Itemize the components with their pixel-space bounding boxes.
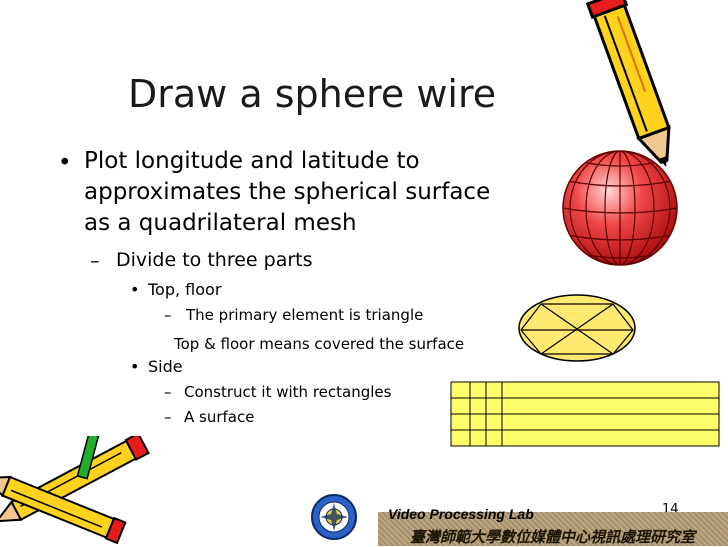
lab-name: Video Processing Lab bbox=[388, 506, 534, 522]
bullet-level1-line1: Plot longitude and latitude to bbox=[84, 148, 420, 174]
disc-triangle-illustration bbox=[518, 294, 636, 362]
bullet-marker: • bbox=[130, 280, 140, 299]
bullet-level3-side: Side bbox=[148, 357, 183, 376]
dash-marker: – bbox=[164, 306, 172, 324]
bullet-level4-rect: Construct it with rectangles bbox=[184, 383, 392, 401]
footer-band bbox=[378, 512, 728, 546]
bullet-level1-line2: approximates the spherical surface bbox=[84, 179, 491, 205]
university-seal-icon bbox=[311, 494, 357, 540]
institution-name: 臺灣師範大學數位媒體中心視訊處理研究室 bbox=[410, 528, 696, 546]
bullet-marker: • bbox=[58, 150, 72, 176]
slide-title: Draw a sphere wire bbox=[128, 72, 497, 116]
pencils-icon bbox=[0, 436, 150, 545]
bullet-level1-line3: as a quadrilateral mesh bbox=[84, 210, 357, 236]
bullet-level2: Divide to three parts bbox=[116, 249, 313, 271]
note-cover: Top & floor means covered the surface bbox=[174, 335, 465, 353]
side-grid-illustration bbox=[450, 381, 720, 447]
bullet-level3-top: Top, floor bbox=[148, 280, 222, 299]
sphere-wire-illustration bbox=[562, 150, 678, 266]
dash-marker: – bbox=[164, 383, 172, 401]
dash-marker: – bbox=[164, 408, 172, 426]
bullet-marker: • bbox=[130, 357, 140, 376]
bullet-level4-surface: A surface bbox=[184, 408, 255, 426]
dash-marker: – bbox=[90, 250, 100, 272]
bullet-level4-triangle: The primary element is triangle bbox=[186, 306, 424, 324]
